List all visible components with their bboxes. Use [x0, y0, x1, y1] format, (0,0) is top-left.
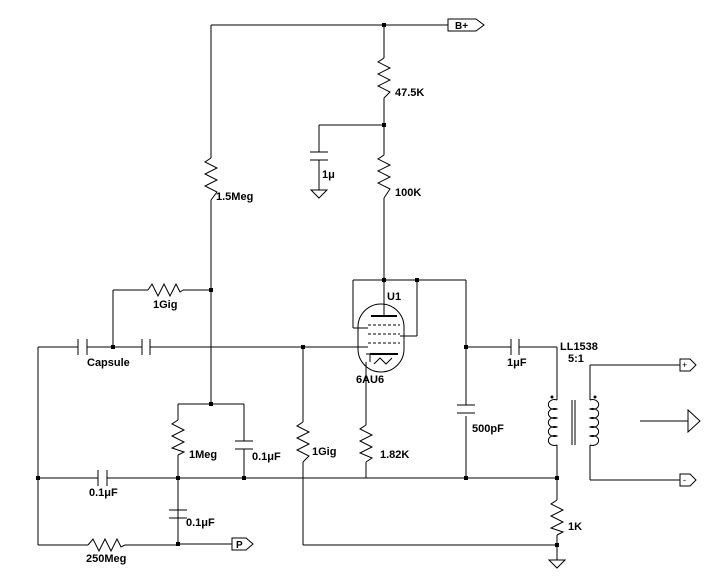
wires [37, 24, 688, 560]
svg-text:1μF: 1μF [507, 357, 527, 369]
svg-text:Capsule: Capsule [87, 357, 130, 369]
capacitor-500pf: 500pF [457, 404, 504, 435]
ground-symbol-top [309, 189, 329, 199]
capacitor-0-1uf-b: 0.1μF [89, 470, 118, 499]
svg-text:250Meg: 250Meg [86, 553, 126, 565]
svg-text:1.82K: 1.82K [380, 449, 409, 461]
svg-text:LL1538: LL1538 [560, 341, 598, 353]
resistor-1k: 1K [549, 499, 582, 536]
svg-text:1Gig: 1Gig [312, 446, 336, 458]
output-arrow [687, 408, 701, 434]
resistor-1gig-feedback: 1Gig [147, 282, 184, 311]
svg-text:1.5Meg: 1.5Meg [216, 191, 253, 203]
svg-text:1Gig: 1Gig [153, 299, 177, 311]
svg-text:500pF: 500pF [472, 423, 504, 435]
resistor-47-5k: 47.5K [376, 57, 424, 99]
svg-text:-: - [683, 475, 686, 485]
svg-text:5:1: 5:1 [568, 353, 584, 365]
resistor-1gig-grid: 1Gig [295, 421, 336, 463]
svg-text:0.1μF: 0.1μF [252, 451, 281, 463]
svg-text:0.1μF: 0.1μF [186, 517, 215, 529]
resistor-1-5meg: 1.5Meg [203, 157, 253, 203]
resistor-1-82k: 1.82K [358, 424, 409, 463]
svg-text:6AU6: 6AU6 [356, 374, 384, 386]
junction-dots [36, 23, 559, 547]
port-output-minus: - [679, 473, 697, 487]
svg-text:P: P [236, 540, 243, 551]
capacitor-1uf-output: 1μF [507, 339, 527, 369]
svg-text:0.1μF: 0.1μF [89, 487, 118, 499]
capsule-capacitor: Capsule [77, 339, 151, 369]
port-output-plus: + [679, 358, 697, 372]
svg-text:+: + [682, 360, 687, 370]
vacuum-tube-u1: U1 6AU6 [356, 280, 405, 386]
resistor-250meg: 250Meg [86, 537, 126, 565]
capacitor-1u: 1μ [310, 151, 335, 181]
capacitor-0-1uf-c: 0.1μF [169, 509, 215, 529]
capacitor-0-1uf-a: 0.1μF [235, 440, 281, 463]
port-b-plus: B+ [447, 18, 485, 32]
svg-text:1K: 1K [568, 521, 582, 533]
transformer-ll1538: LL1538 5:1 [547, 341, 600, 446]
svg-text:B+: B+ [455, 21, 468, 32]
resistor-1meg: 1Meg [170, 419, 217, 461]
svg-text:1Meg: 1Meg [189, 449, 217, 461]
svg-text:1μ: 1μ [322, 169, 335, 181]
port-p: P [231, 537, 254, 551]
ground-symbol-bottom [547, 559, 567, 569]
svg-text:47.5K: 47.5K [395, 87, 424, 99]
svg-text:U1: U1 [387, 291, 401, 303]
resistor-100k: 100K [376, 154, 421, 199]
svg-text:100K: 100K [395, 187, 421, 199]
